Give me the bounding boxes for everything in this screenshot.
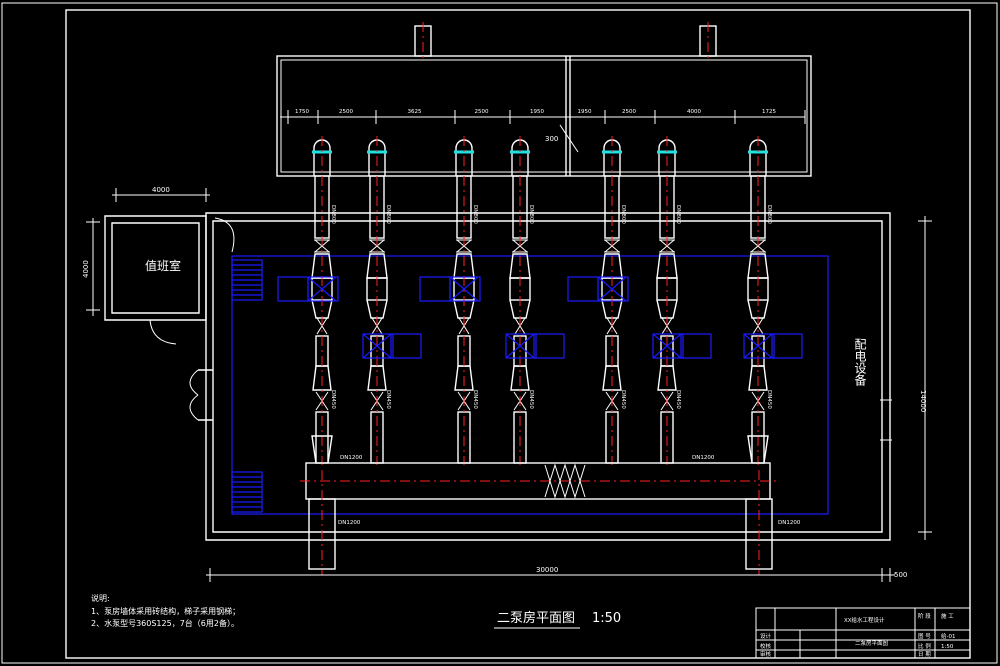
stair-bottom [231, 471, 263, 513]
notes-heading: 说明: [91, 593, 110, 603]
discharge-pipe-label: DN450 [620, 390, 626, 409]
header-label-1: DN1200 [340, 455, 363, 461]
duty-width-dim: 4000 [152, 186, 170, 194]
suction-pipe-label: DN800 [620, 205, 626, 224]
discharge-pipe-label: DN450 [385, 390, 391, 409]
top-dim-label: 4000 [687, 109, 701, 115]
notes-block: 说明: 1、泵房墙体采用砖结构，梯子采用钢梯； 2、水泵型号360S125，7台… [91, 593, 240, 628]
top-dimension-chain: 1750 2500 3625 2500 1950 1950 2500 4000 1725 300 [280, 109, 806, 153]
top-dim-label: 2500 [622, 109, 636, 115]
duty-room-dimensions: 4000 4000 [82, 186, 210, 316]
drawing-frame [65, 9, 971, 659]
top-dim-label: 1750 [295, 109, 309, 115]
tb-sheet-value: 给-01 [941, 632, 955, 640]
tb-date-label: 日 期 [918, 651, 931, 658]
tb-row-1: 设计 [760, 632, 772, 640]
design-unit: XX给水工程设计 [844, 616, 885, 624]
electrical-equipment-text: 配电设备 [853, 338, 867, 387]
discharge-pipe-label: DN450 [675, 390, 681, 409]
overall-height-dim: 14000 [919, 390, 927, 412]
suction-pipe-label: DN800 [528, 205, 534, 224]
overall-dimensions: 30000 500 14000 [206, 216, 932, 582]
title-block: XX给水工程设计 二泵房平面图 设计 校核 审核 阶 段 施 工 图 号 给-0… [755, 607, 971, 659]
stair-top [231, 259, 263, 301]
header-label-2: DN1200 [692, 455, 715, 461]
wall-offset-dim: 500 [894, 571, 907, 579]
gap-dimension: 300 [545, 135, 558, 143]
pump-house-walls [189, 212, 892, 541]
suction-pipe-label: DN800 [766, 205, 772, 224]
suction-pipe-label: DN800 [675, 205, 681, 224]
top-dim-label: 2500 [475, 109, 489, 115]
tb-row-3: 审核 [760, 650, 772, 658]
header-label-3: DN1200 [338, 520, 361, 526]
drawing-title-text: 二泵房平面图 [497, 610, 575, 626]
tb-scale-value: 1:50 [941, 644, 954, 650]
tb-scale-label: 比 例 [918, 642, 931, 650]
clear-water-tank [276, 22, 812, 177]
top-dim-label: 1950 [578, 109, 592, 115]
electrical-equipment-label: 配电设备 [853, 338, 867, 387]
overall-width-dim: 30000 [536, 566, 558, 574]
duty-room: 值班室 [104, 215, 235, 345]
drawing-scale-text: 1:50 [592, 611, 621, 626]
discharge-pipe-label: DN450 [330, 390, 336, 409]
discharge-pipe-label: DN450 [472, 390, 478, 409]
discharge-pipe-label: DN450 [528, 390, 534, 409]
tb-stage-label: 阶 段 [918, 612, 931, 620]
top-dim-label: 1725 [762, 109, 776, 115]
drawing-title: 二泵房平面图 1:50 [494, 610, 621, 629]
top-dim-label: 2500 [339, 109, 353, 115]
suction-pipe-label: DN800 [385, 205, 391, 224]
tb-row-2: 校核 [760, 642, 772, 650]
tb-drawing-name: 二泵房平面图 [855, 639, 889, 647]
discharge-header: DN1200 DN1200 DN1200 DN1200 [300, 435, 801, 575]
top-dim-label: 3625 [408, 109, 422, 115]
pump-units: DN800DN450DN800DN450DN800DN450DN800DN450… [277, 136, 803, 465]
suction-pipe-label: DN800 [472, 205, 478, 224]
discharge-pipe-label: DN450 [766, 390, 772, 409]
suction-pipe-label: DN800 [330, 205, 336, 224]
notes-line-1: 1、泵房墙体采用砖结构，梯子采用钢梯； [91, 606, 240, 616]
notes-line-2: 2、水泵型号360S125，7台（6用2备）。 [91, 618, 239, 628]
tb-sheet-label: 图 号 [918, 632, 931, 640]
tb-stage-value: 施 工 [941, 612, 954, 620]
duty-room-label: 值班室 [145, 258, 181, 273]
pump-area-boundary [231, 255, 829, 515]
header-label-4: DN1200 [778, 520, 801, 526]
top-dim-label: 1950 [530, 109, 544, 115]
duty-height-dim: 4000 [82, 260, 90, 278]
